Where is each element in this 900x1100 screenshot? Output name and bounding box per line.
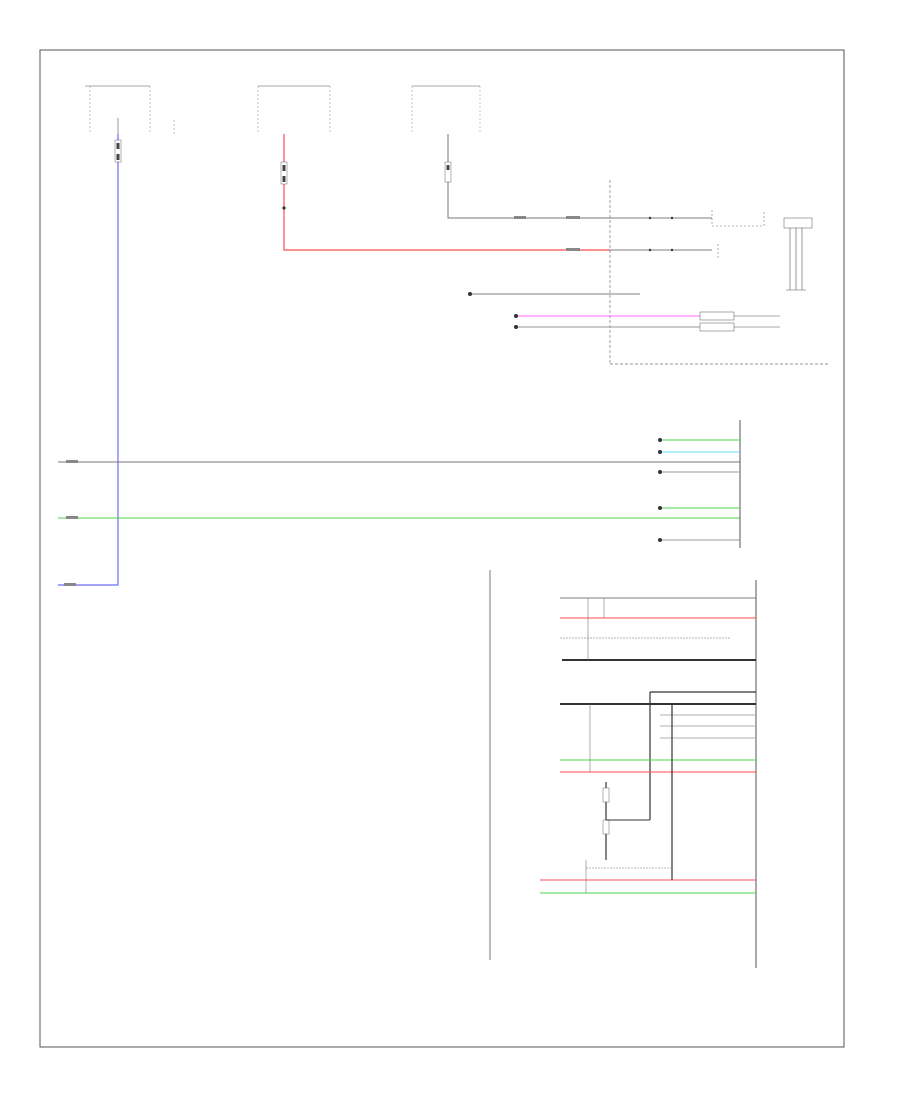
lower-right-module [489,570,757,968]
gray-wire-top [444,134,610,219]
blue-wire [58,134,122,586]
top-connector-3 [411,85,481,134]
upper-right-module [468,180,828,365]
middle-module [658,420,741,548]
red-wire [280,134,610,251]
diagram-frame [39,49,845,1048]
top-connector-1 [85,85,175,134]
top-connector-2 [257,85,331,134]
left-wires [58,460,740,586]
